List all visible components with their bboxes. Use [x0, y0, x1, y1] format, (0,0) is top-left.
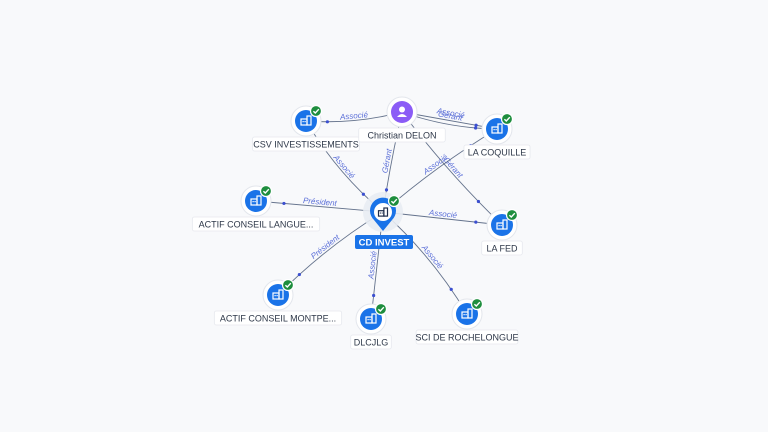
building-icon	[365, 313, 377, 324]
building-icon	[272, 289, 284, 300]
relation-arrow-icon	[449, 287, 453, 291]
relation-arrow-icon	[476, 199, 481, 204]
nodes: CSV INVESTISSEMENTS LA COQUILLE ACTIF CONS…	[191, 96, 531, 350]
relation-arrow-icon	[474, 220, 478, 224]
center-node[interactable]: CD INVEST	[355, 192, 413, 249]
node-label: CSV INVESTISSEMENTS	[253, 140, 359, 150]
node-label: LA FED	[486, 244, 518, 254]
relation-arrow-icon	[384, 188, 389, 192]
building-icon	[250, 195, 262, 206]
relation-arrow-icon	[361, 192, 365, 196]
verified-check-icon	[505, 208, 519, 222]
node-label: ACTIF CONSEIL LANGUE...	[199, 220, 314, 230]
relation-label: Associé	[331, 152, 357, 180]
node-label-box	[415, 329, 519, 345]
relation-arrow-icon	[297, 272, 301, 277]
center-label-box	[355, 235, 413, 249]
relation-arrow-icon	[372, 293, 376, 298]
relation-label: Associé	[419, 243, 445, 272]
building-icon	[300, 115, 312, 126]
relation-label: Président	[309, 232, 342, 261]
company-node-fed[interactable]: LA FED	[481, 208, 523, 256]
relation-line	[401, 111, 503, 226]
verified-check-icon	[500, 112, 514, 126]
node-label: DLCJLG	[354, 338, 389, 348]
node-label-box	[252, 136, 360, 152]
relation-label: Associé	[428, 208, 458, 220]
company-node-csv[interactable]: CSV INVESTISSEMENTS	[252, 104, 360, 152]
verified-check-icon	[259, 184, 273, 198]
verified-check-icon	[309, 104, 323, 118]
company-node-coquille[interactable]: LA COQUILLE	[463, 112, 531, 160]
relation-label: Président	[303, 196, 338, 208]
building-icon	[496, 219, 508, 230]
node-label-box	[213, 310, 343, 326]
building-icon	[377, 207, 389, 217]
relation-arrow-icon	[325, 120, 329, 124]
node-label-box	[463, 144, 531, 160]
node-label-box	[358, 127, 446, 143]
verified-check-icon	[374, 302, 388, 316]
building-icon	[491, 123, 503, 134]
node-label: Christian DELON	[367, 131, 436, 141]
company-node-acm[interactable]: ACTIF CONSEIL MONTPE...	[213, 278, 343, 326]
center-label: CD INVEST	[359, 238, 410, 249]
relation-arrow-icon	[474, 123, 478, 127]
node-label: ACTIF CONSEIL MONTPE...	[220, 314, 336, 324]
node-label-box	[481, 240, 523, 256]
person-node[interactable]: Christian DELON	[358, 96, 446, 143]
node-label-box	[191, 216, 321, 232]
relation-label: Gérant	[437, 109, 463, 122]
company-node-sci[interactable]: SCI DE ROCHELONGUE	[415, 297, 519, 345]
person-icon	[397, 106, 407, 117]
verified-check-icon	[387, 194, 401, 208]
company-node-dlcjlg[interactable]: DLCJLG	[350, 302, 392, 350]
relation-arrow-icon	[282, 201, 286, 206]
node-label-box	[350, 334, 392, 350]
node-label: LA COQUILLE	[468, 148, 527, 158]
relation-label: Associé	[339, 110, 369, 122]
verified-check-icon	[470, 297, 484, 311]
verified-check-icon	[281, 278, 295, 292]
relation-label: Associé	[366, 250, 378, 280]
company-node-acl[interactable]: ACTIF CONSEIL LANGUE...	[191, 184, 321, 232]
building-icon	[461, 308, 473, 319]
node-label: SCI DE ROCHELONGUE	[415, 333, 518, 343]
relation-arrow-icon	[474, 126, 478, 130]
